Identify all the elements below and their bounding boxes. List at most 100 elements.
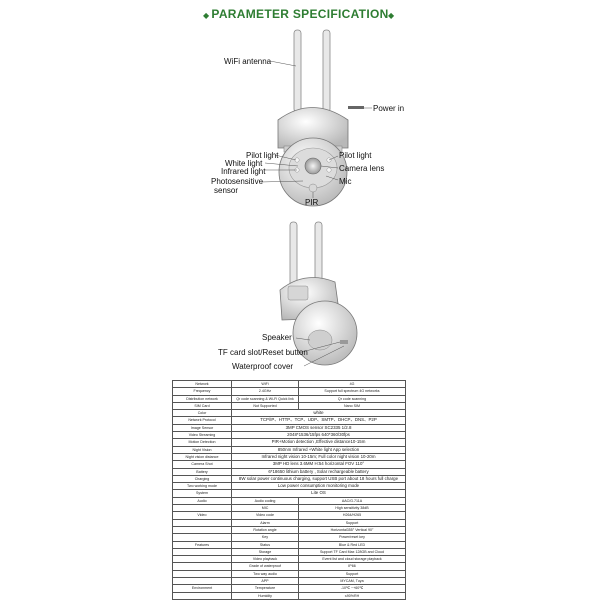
label-pilot-light-left: Pilot light	[246, 151, 279, 160]
spec-cell: Low power consumption monitoring mode	[231, 482, 406, 491]
spec-cell: Video	[172, 511, 232, 520]
speaker-grille	[307, 329, 333, 351]
spec-cell: Nano SIM	[298, 401, 406, 411]
spec-cell: Audio coding	[231, 496, 299, 506]
spec-cell: MYCAM, Tuya	[298, 576, 406, 586]
spec-cell	[172, 576, 232, 586]
label-speaker: Speaker	[262, 333, 292, 342]
spec-cell: Video code	[231, 511, 299, 520]
spec-cell: Network Protocol	[172, 416, 232, 425]
spec-cell: 3MP CMOS sensor SC2335 1/2.8	[231, 423, 406, 433]
spec-cell: Support full spectrum 4G networks	[298, 387, 406, 396]
spec-cell: AAC/G.711A	[298, 496, 406, 506]
back-panel	[287, 285, 309, 301]
spec-cell: white	[231, 409, 406, 418]
spec-cell: PIR+Motion detection ,Effective distance…	[231, 438, 406, 447]
spec-cell: Night Vision	[172, 445, 232, 454]
spec-cell: Audio	[172, 496, 232, 506]
spec-cell: 2.4GHz	[231, 387, 299, 396]
spec-cell: Frequency	[172, 387, 232, 396]
label-waterproof-cover: Waterproof cover	[232, 362, 294, 371]
spec-cell: Network	[172, 379, 232, 389]
spec-cell: 4G	[298, 379, 406, 389]
spec-cell: Night vision distance	[172, 452, 232, 462]
spec-cell: IP66	[298, 562, 406, 571]
label-white-light: White light	[225, 159, 263, 168]
spec-cell: System	[172, 489, 232, 498]
spec-cell	[172, 562, 232, 571]
led-1	[294, 157, 300, 163]
spec-cell: Blue & Red LED	[298, 540, 406, 549]
camera-back-view	[279, 221, 358, 366]
spec-cell: Environment	[172, 584, 232, 593]
camera-top-housing	[277, 107, 349, 149]
spec-cell: Support TF Card Max 128GB and Cloud	[298, 547, 406, 557]
spec-cell: ≤90%RH	[298, 591, 406, 600]
spec-cell	[172, 533, 232, 542]
spec-cell	[172, 525, 232, 535]
spec-cell: Status	[231, 540, 299, 549]
spec-cell: Not Supported	[231, 401, 299, 411]
spec-cell: 6*18650 lithium battery , Solar recharge…	[231, 467, 406, 476]
spec-cell: Video Streaming	[172, 431, 232, 440]
camera-front-view	[277, 29, 364, 207]
spec-cell: Key	[231, 533, 299, 542]
spec-cell: Distribution network	[172, 394, 232, 403]
spec-cell: Temperature	[231, 584, 299, 593]
spec-cell: Humidity	[231, 591, 299, 600]
label-tf-card: TF card slot/Reset button	[218, 348, 308, 357]
label-pir: PIR	[305, 198, 319, 207]
leader-lines-top	[260, 60, 372, 198]
leaf-icon: ◆	[388, 11, 395, 20]
antenna-left	[293, 29, 302, 113]
spec-cell: WiFi	[231, 379, 299, 389]
antenna-back-left	[289, 221, 298, 291]
spec-cell	[172, 591, 232, 600]
led-4	[326, 167, 332, 173]
label-power-in: Power in	[373, 104, 405, 113]
label-pilot-light-right: Pilot light	[339, 151, 372, 160]
spec-cell: Event list and cloud storage playback	[298, 555, 406, 564]
spec-cell: Two way audio	[231, 569, 299, 579]
spec-cell: 2048*1536/15fps 640*360/30fps	[231, 431, 406, 440]
spec-cell: Camera Shot	[172, 460, 232, 469]
spec-cell: Alarm	[231, 518, 299, 527]
spec-cell: 3MP HD lens 3.6MM H:54 horizontal FOV 11…	[231, 460, 406, 469]
spec-cell: Two working mode	[172, 482, 232, 491]
spec-cell: Video playback	[231, 555, 299, 564]
spec-cell: Storage	[231, 547, 299, 557]
card-slot	[340, 340, 348, 344]
leader-lines-bottom	[295, 337, 345, 367]
spec-cell: High sensitivity 38dB	[298, 504, 406, 513]
spec-cell: Grade of waterproof	[231, 562, 299, 571]
label-mic: Mic	[339, 177, 352, 186]
spec-cell: Rotation angle	[231, 525, 299, 535]
leaf-icon: ◆	[203, 11, 210, 20]
pir-window	[308, 183, 318, 193]
spec-cell: Image Sensor	[172, 423, 232, 433]
spec-cell: -10℃ ~+60℃	[298, 584, 406, 593]
spec-cell: TCP/IP、HTTP、TCP、UDP、SMTP、DHCP、DNS、P2P	[231, 416, 406, 425]
